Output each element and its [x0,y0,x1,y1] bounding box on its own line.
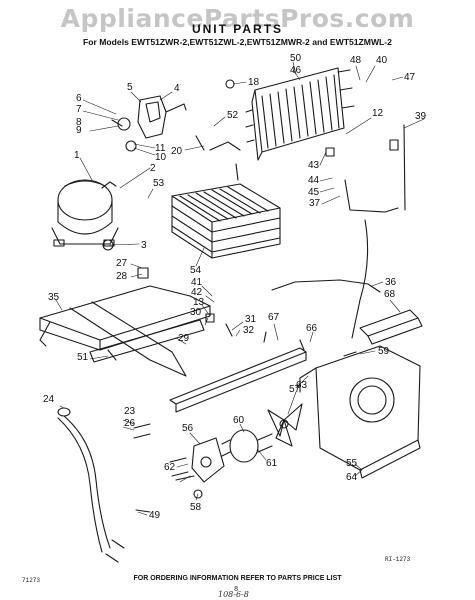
callout-8: 8 [76,117,82,128]
watermark-text: AppliancePartsPros.com [60,4,415,33]
handwritten-mark: 108-6-8 [218,590,249,599]
compressor-base-frame [39,285,211,377]
callout-24: 24 [43,394,55,405]
callout-13: 13 [193,297,205,308]
callout-42: 42 [191,287,203,298]
condenser-fan-blade [267,403,303,447]
evaporator-coil [171,183,281,259]
callout-56: 56 [182,423,194,434]
callout-64: 64 [346,472,358,483]
callout-47: 47 [404,72,416,83]
callout-46: 46 [290,65,302,76]
callout-50: 50 [290,53,302,64]
callout-45: 45 [308,187,320,198]
callout-63: 63 [296,380,308,391]
callout-41: 41 [191,277,203,288]
callout-39: 39 [415,111,427,122]
ordering-note: FOR ORDERING INFORMATION REFER TO PARTS … [133,575,342,582]
callout-7: 7 [76,104,82,115]
callout-27: 27 [116,258,128,269]
callout-30: 30 [190,307,202,318]
callout-5: 5 [127,82,133,93]
callout-11: 11 [155,143,166,154]
callout-62: 62 [164,462,176,473]
mounting-rail [169,347,307,413]
callout-52: 52 [227,110,239,121]
callout-28: 28 [116,271,128,282]
callout-51: 51 [77,352,89,363]
callout-35: 35 [48,292,60,303]
condenser-fan-motor [221,429,273,463]
page-mark: 8 [234,586,239,594]
callout-67: 67 [268,312,280,323]
callout-60: 60 [233,415,245,426]
left-figure-code: 71273 [22,577,41,584]
callout-4: 4 [174,83,180,94]
callout-10: 10 [155,152,167,163]
callout-58: 58 [190,502,202,513]
power-cord [57,407,125,563]
diagram-title: UNIT PARTS [191,22,284,36]
callout-leader-lines [55,61,425,516]
fan-shroud-bracket [299,345,421,479]
motor-bracket [191,437,225,483]
callout-20: 20 [171,146,183,157]
callout-53: 53 [153,178,165,189]
callout-18: 18 [248,77,260,88]
callout-9: 9 [76,125,82,136]
callout-48: 48 [350,55,362,66]
hardware-fasteners [102,79,399,513]
callout-68: 68 [384,289,396,300]
callout-3: 3 [141,240,147,251]
refrigerant-tubing [209,124,406,339]
callout-31: 31 [245,314,257,325]
callout-29: 29 [178,333,190,344]
callout-57: 57 [289,384,301,395]
callout-43: 43 [308,160,320,171]
callout-1: 1 [74,150,80,161]
callout-6: 6 [76,93,82,104]
condenser-coil [245,67,355,161]
right-figure-code: RI-1273 [385,556,411,563]
callout-12: 12 [372,108,384,119]
relay-overload-assembly [111,95,187,152]
callout-66: 66 [306,323,318,334]
callout-44: 44 [308,175,320,186]
callout-59: 59 [378,346,390,357]
callout-40: 40 [376,55,388,66]
callout-55: 55 [346,458,358,469]
callout-36: 36 [385,277,397,288]
callout-61: 61 [266,458,278,469]
suction-line-insulation [359,309,423,345]
model-list: For Models EWT51ZWR-2,EWT51ZWL-2,EWT51ZM… [83,37,392,47]
callout-numbers: 1234567891011121318202324262728293031323… [43,53,427,521]
callout-26: 26 [124,418,136,429]
callout-32: 32 [243,325,255,336]
callout-2: 2 [150,163,156,174]
callout-23: 23 [124,406,136,417]
callout-49: 49 [149,510,161,521]
compressor [51,179,119,247]
callout-54: 54 [190,265,202,276]
callout-37: 37 [309,198,321,209]
